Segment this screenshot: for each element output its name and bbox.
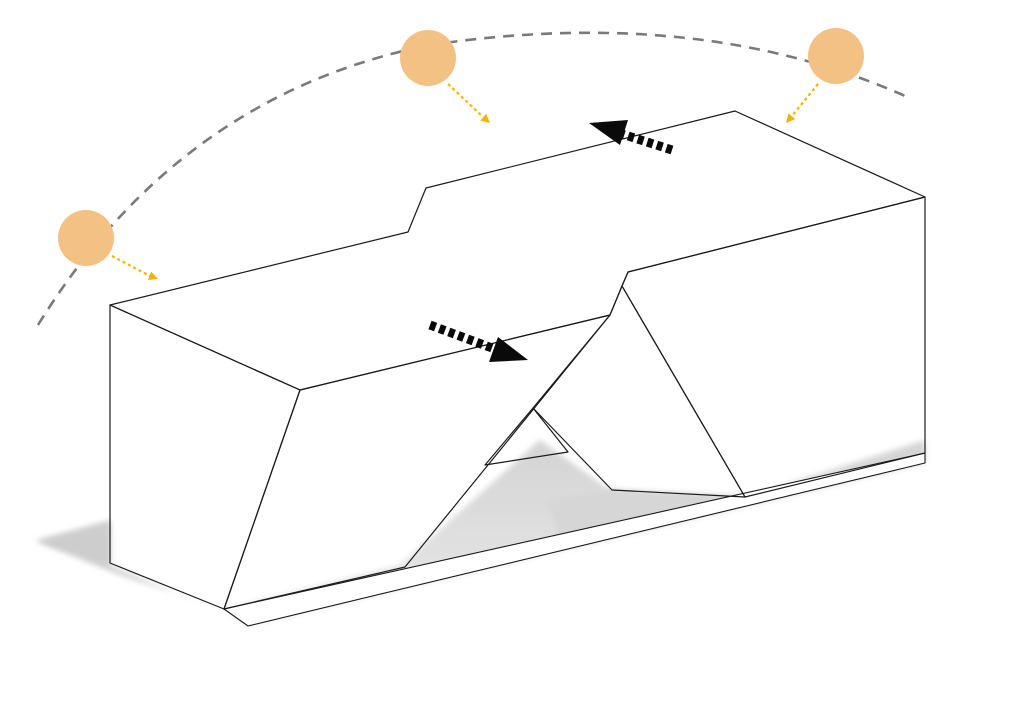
sun-icon-noon xyxy=(400,30,456,86)
sun-path xyxy=(36,31,906,326)
wind-arrow-icon xyxy=(428,320,528,362)
wind-arrows xyxy=(428,120,674,362)
suns xyxy=(58,28,864,266)
ground-shadow xyxy=(36,440,925,626)
sun-icon-morning xyxy=(58,210,114,266)
sun-icon-afternoon xyxy=(808,28,864,84)
sun-rays xyxy=(111,83,819,281)
sun-ray-arrow-icon-afternoon xyxy=(786,83,819,123)
sun-ray-arrow-icon-noon xyxy=(447,83,490,123)
wind-arrow-icon xyxy=(589,120,674,155)
sun-ray-arrow-icon-morning xyxy=(111,255,158,281)
left-volume xyxy=(109,304,301,610)
roof-surface xyxy=(109,110,926,391)
right-volume xyxy=(621,196,926,498)
